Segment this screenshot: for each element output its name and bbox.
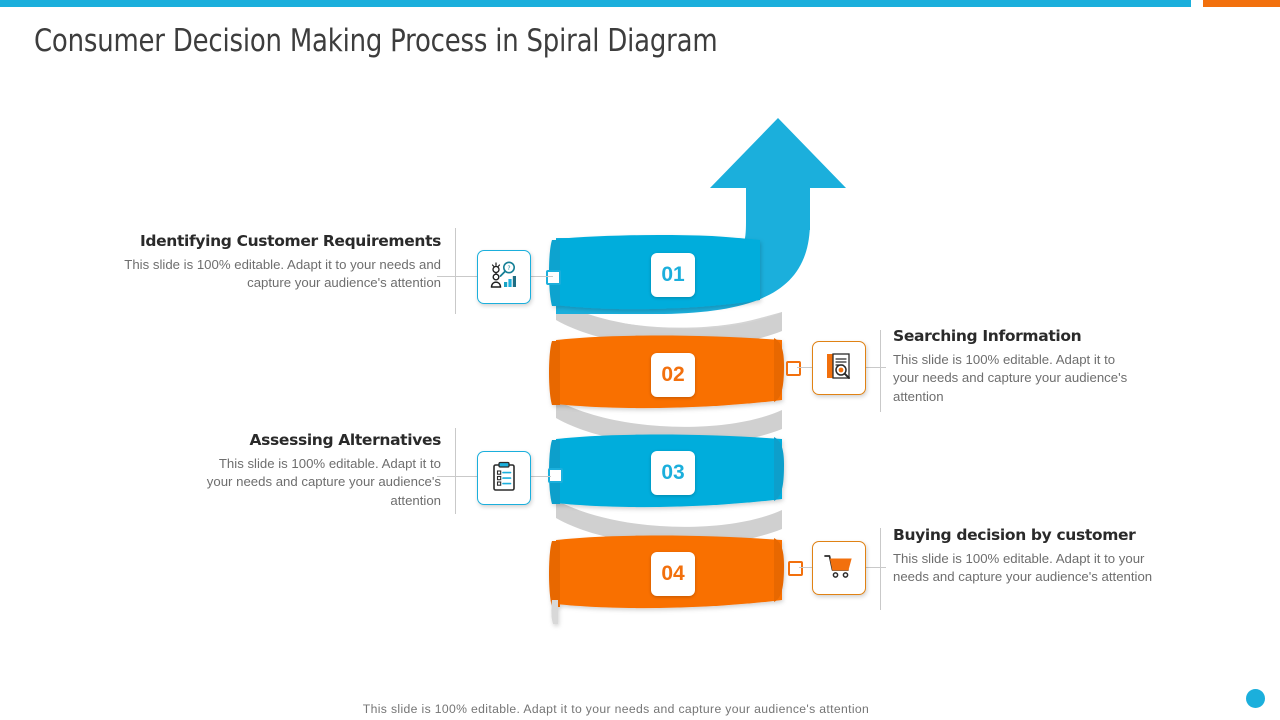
step-heading-02: Searching Information — [893, 327, 1082, 345]
step-text-block-04: Buying decision by customer This slide i… — [893, 526, 1163, 587]
connector-step-01-right — [529, 276, 553, 277]
person-magnifier-chart-icon: ? — [487, 258, 521, 297]
connector-step-02-right — [864, 367, 886, 368]
shopping-cart-icon — [823, 551, 855, 586]
divider-step-01 — [455, 228, 456, 314]
connector-step-02-left — [797, 367, 812, 368]
step-text-block-01: Identifying Customer Requirements This s… — [118, 232, 441, 293]
step-number-02: 02 — [651, 353, 695, 397]
step-text-block-02: Searching Information This slide is 100%… — [893, 327, 1143, 406]
step-number-04: 04 — [651, 552, 695, 596]
band-marker-03 — [548, 468, 563, 483]
step-body-01: This slide is 100% editable. Adapt it to… — [124, 257, 441, 291]
band-marker-02 — [786, 361, 801, 376]
divider-step-04 — [880, 528, 881, 610]
svg-text:?: ? — [507, 265, 510, 272]
corner-dot-decoration — [1246, 689, 1265, 708]
step-text-block-03: Assessing Alternatives This slide is 100… — [205, 431, 442, 510]
ribbon-connector-2 — [556, 400, 782, 446]
connector-step-03-left — [437, 476, 477, 477]
up-arrow-growth-icon — [556, 118, 846, 314]
step-icon-card-03[interactable] — [477, 451, 531, 505]
step-icon-card-04[interactable] — [812, 541, 866, 595]
connector-step-01-left — [437, 276, 477, 277]
connector-step-04-right — [864, 567, 886, 568]
step-number-01: 01 — [651, 253, 695, 297]
connector-step-03-right — [529, 476, 551, 477]
step-heading-03: Assessing Alternatives — [249, 431, 442, 449]
ribbon-connector-1 — [556, 300, 782, 348]
step-icon-card-01[interactable]: ? — [477, 250, 531, 304]
page-title: Consumer Decision Making Process in Spir… — [34, 23, 718, 59]
document-magnifier-icon — [823, 350, 855, 387]
step-body-03: This slide is 100% editable. Adapt it to… — [206, 456, 441, 508]
top-accent-bar-blue — [0, 0, 1191, 7]
step-heading-04: Buying decision by customer — [893, 526, 1136, 544]
divider-step-03 — [455, 428, 456, 514]
step-body-02: This slide is 100% editable. Adapt it to… — [893, 352, 1128, 404]
footer-note: This slide is 100% editable. Adapt it to… — [362, 702, 870, 716]
step-number-03: 03 — [651, 451, 695, 495]
step-heading-01: Identifying Customer Requirements — [139, 232, 441, 250]
band-marker-04 — [788, 561, 803, 576]
clipboard-checklist-icon — [488, 460, 520, 497]
step-body-04: This slide is 100% editable. Adapt it to… — [893, 551, 1153, 585]
connector-step-04-left — [799, 567, 812, 568]
step-icon-card-02[interactable] — [812, 341, 866, 395]
divider-step-02 — [880, 330, 881, 412]
ribbon-connector-3 — [556, 500, 782, 546]
top-accent-bar-orange — [1203, 0, 1280, 7]
band-marker-01 — [546, 270, 561, 285]
